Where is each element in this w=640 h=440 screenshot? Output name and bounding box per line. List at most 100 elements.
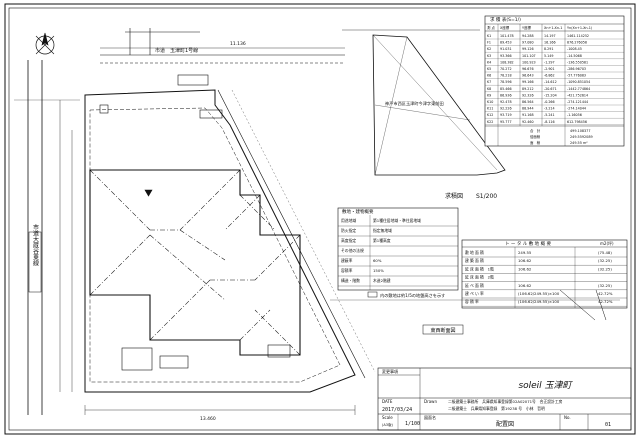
coordinate-cell: -286.96703 — [567, 67, 586, 71]
area-row-label: 延 床 面 積 1階 — [465, 266, 494, 271]
area-row-label: 延 べ 面 積 — [465, 283, 484, 288]
coordinate-cell: 86.564 — [522, 100, 534, 104]
drawing-number: 01 — [605, 422, 611, 428]
area-row-ratio: (32.25) — [598, 266, 612, 271]
area-row-value: 106.62 — [518, 266, 532, 271]
coordinate-cell: 92.460 — [522, 120, 534, 124]
coordinate-cell: 88.944 — [522, 107, 534, 111]
coordinate-cell: -1.297 — [544, 60, 555, 64]
coordinate-cell: 85.466 — [500, 87, 512, 91]
drawing-title: 配置図 — [496, 421, 514, 428]
area-row-value: 106.62 — [518, 283, 532, 288]
coordinate-header-cell: Xn+1-Xn-1 — [544, 26, 562, 30]
coordinate-cell: K3 — [487, 54, 491, 58]
regulation-table: 敷地・建物概要 用途地域第1種住居地域・準住居地域防火指定指定無地域高度指定第1… — [337, 207, 459, 291]
regulation-table-body: 用途地域第1種住居地域・準住居地域防火指定指定無地域高度指定第1種高度その他の法… — [338, 218, 458, 287]
east-west-section — [330, 289, 620, 335]
coordinate-cell: K1 — [487, 34, 491, 38]
coordinate-cell: 70.272 — [500, 67, 512, 71]
coordinate-cell: 92.478 — [500, 100, 512, 104]
coordinate-cell: K12 — [487, 113, 493, 117]
drawing-title-label: 図面名 — [424, 414, 436, 420]
coordinate-cell: K7 — [487, 80, 491, 84]
coordinate-cell: -6.862 — [544, 74, 555, 78]
regulation-label: 用途地域 — [341, 218, 356, 223]
coordinate-cell: K9 — [487, 93, 491, 97]
coordinate-header-cell: X座標 — [500, 25, 510, 30]
number-label: No. — [564, 415, 571, 420]
date-value: 2017/03/24 — [382, 407, 412, 413]
coordinate-cell: 91.031 — [500, 47, 512, 51]
coordinate-cell: 86.936 — [500, 93, 512, 97]
regulation-value: 第1種住居地域・準住居地域 — [373, 218, 421, 223]
coordinate-cell: 612.798456 — [567, 120, 587, 124]
area-row-value: (106.62/249.55)×100 — [518, 291, 560, 296]
coordinate-cell: 89.212 — [522, 87, 534, 91]
coordinate-cell: -274.14044 — [567, 107, 586, 111]
coordinate-table-header: 測 点 X座標 Y座標 Xn+1-Xn-1 Yn(Xn+1-Xn-1) — [487, 25, 593, 30]
area-row-label: 延 床 面 積 2階 — [465, 275, 494, 280]
regulation-label: 防火指定 — [341, 228, 356, 233]
scale-value: 1/100 — [405, 421, 420, 427]
coordinate-cell: 97.080 — [522, 41, 534, 45]
coordinate-cell: 92.226 — [500, 107, 512, 111]
coordinate-cell: 93.719 — [500, 113, 512, 117]
coordinate-cell: 99.166 — [522, 80, 534, 84]
coordinate-cell: -15.204 — [544, 93, 557, 97]
coordinate-cell: 100.923 — [522, 60, 536, 64]
outline-scale: S1/200 — [476, 193, 497, 200]
drawn-label: Drawn — [424, 399, 437, 404]
area-table-title: ト ー タ ル 敷 地 概 要 — [505, 240, 552, 247]
coordinate-cell: -14.5068 — [567, 54, 582, 58]
coordinate-cell: 78.596 — [500, 80, 512, 84]
coordinate-cell: -3.214 — [544, 107, 555, 111]
coordinate-cell: -14.612 — [544, 80, 557, 84]
coordinate-cell: -57.776083 — [567, 74, 586, 78]
title-block — [377, 367, 632, 431]
area-row-ratio: (32.25) — [598, 283, 612, 288]
coordinate-cell: 93.366 — [500, 54, 512, 58]
coordinate-header-cell: Yn(Xn+1-Xn-1) — [567, 26, 593, 30]
coordinate-cell: 101.478 — [500, 34, 514, 38]
north-dimension: 11.136 — [230, 41, 246, 47]
regulation-value: 60% — [373, 258, 382, 263]
area-row-ratio: 42.72% — [598, 299, 613, 304]
coordinate-cell: 95.777 — [500, 120, 512, 124]
coordinate-cell: -2.901 — [544, 67, 555, 71]
coordinate-cell: 16.166 — [544, 41, 556, 45]
inner-border — [8, 7, 632, 431]
coordinate-cell: 8.291 — [544, 47, 553, 51]
coordinate-cell: K8 — [487, 87, 491, 91]
coordinate-header-cell: 測 点 — [487, 25, 495, 30]
regulation-label: 建蔽率 — [341, 258, 353, 263]
regulation-table-title: 敷地・建物概要 — [342, 208, 374, 215]
coordinate-cell: K10 — [487, 100, 493, 104]
coordinate-cell: 96.676 — [522, 67, 534, 71]
coordinate-cell: 99.126 — [522, 47, 534, 51]
coordinate-header-cell: Y座標 — [522, 25, 531, 30]
area-outline-diagram — [342, 29, 506, 176]
designer-line-2: 二級建築士 兵庫県知事登録 第19238 号 小林 哲明 — [448, 406, 545, 411]
coordinate-cell: 96.643 — [522, 74, 534, 78]
coordinate-cell: K4 — [487, 60, 491, 64]
road-label: 市道 玉津町1号線 — [155, 47, 198, 54]
coordinate-cell: 14.197 — [544, 34, 556, 38]
coordinate-footer-value: 499.108377 — [570, 129, 591, 133]
coordinate-cell: F1 — [487, 41, 491, 45]
coordinate-cell: 89.453 — [500, 41, 512, 45]
scale-label: Scale — [382, 415, 393, 420]
coordinate-footer-label: 倍面積 — [530, 134, 541, 139]
south-dimension: 13.460 — [200, 416, 216, 422]
coordinate-cell: -5.241 — [544, 113, 555, 117]
outline-title: 求積図 — [445, 192, 463, 200]
coordinate-cell: -421.752614 — [567, 93, 588, 97]
regulation-value: 第1種高度 — [373, 238, 391, 243]
regulation-value: 150% — [373, 268, 384, 273]
regulation-label: 構造・階数 — [341, 278, 360, 283]
